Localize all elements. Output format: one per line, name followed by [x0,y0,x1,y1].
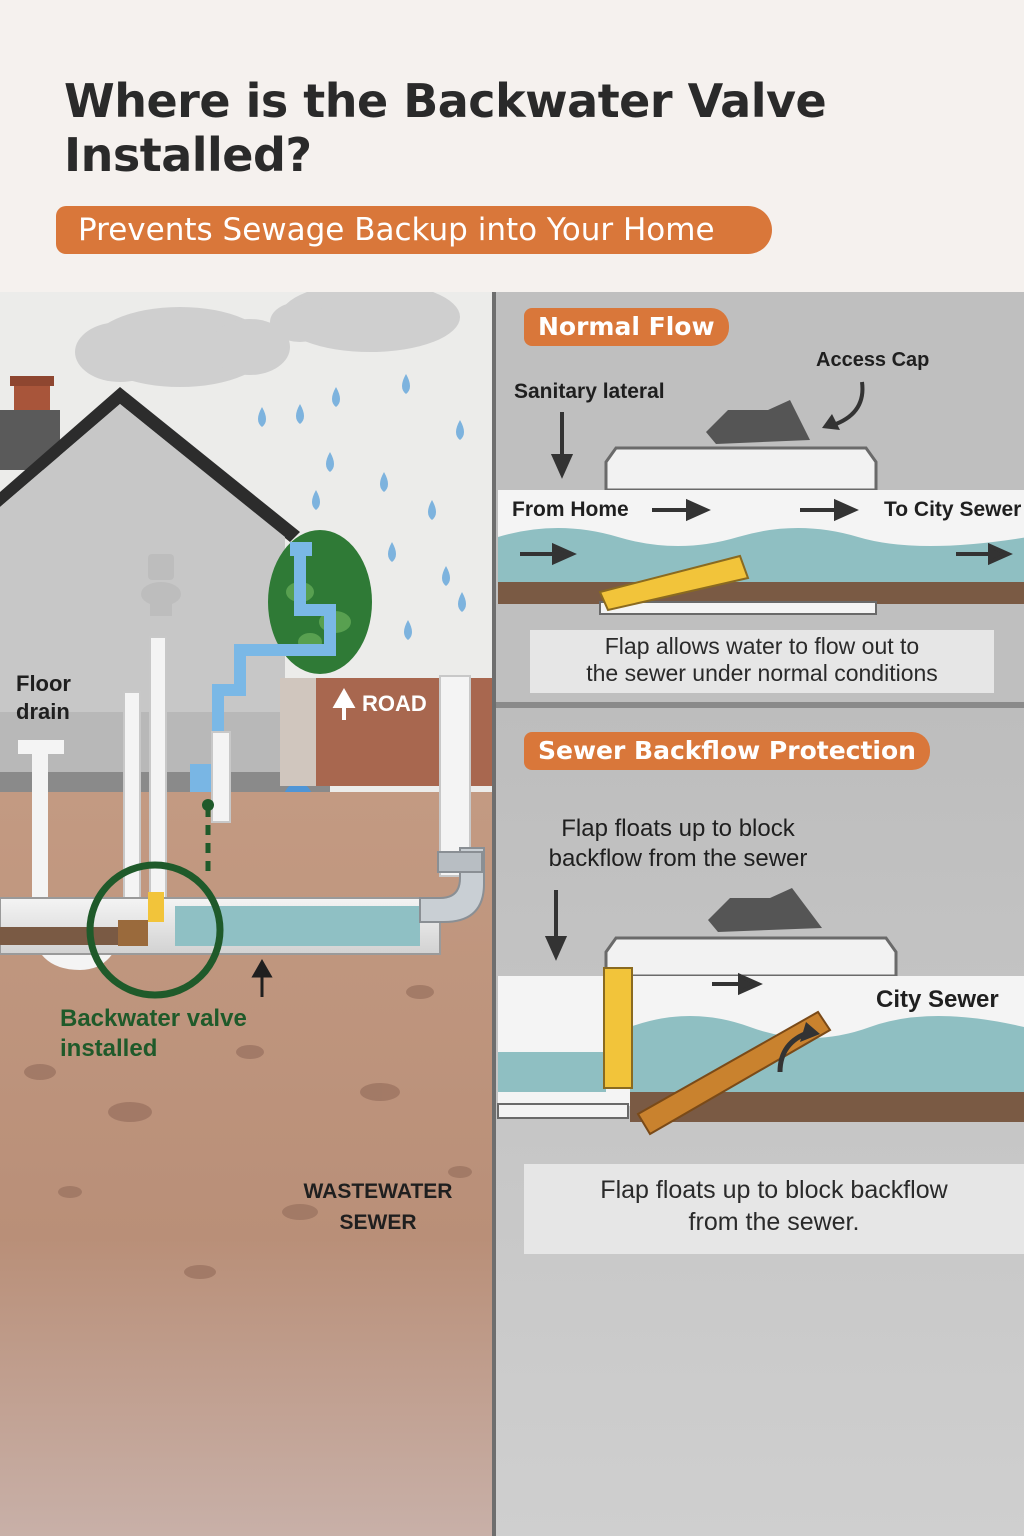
page-title: Where is the Backwater Valve Installed? [64,74,827,182]
flow-arrows [520,412,1013,566]
from-home-label: From Home [512,498,629,521]
arrow-up-icon [332,687,356,720]
valve-highlight-circle [86,861,224,999]
wastewater-sewer-label: WASTEWATER SEWER [303,1180,453,1234]
subtitle-banner: Prevents Sewage Backup into Your Home [56,206,772,254]
access-cap-label: Access Cap [816,349,930,371]
header: Where is the Backwater Valve Installed? … [0,0,1024,292]
pipe-water [175,906,420,946]
flap-open [598,554,750,612]
backflow-valve [497,888,1024,1136]
flap-floats-note: Flap floats up to block backflow from th… [548,815,808,872]
access-cap-arrow [835,381,865,426]
flap-closed [603,967,633,1089]
downspout [212,550,336,750]
backflow-caption: Flap floats up to block backflow from th… [524,1164,1024,1254]
sanitary-lateral-label: Sanitary lateral [514,380,665,403]
backflow-arrows [544,890,763,996]
valve-flap [118,920,148,946]
arrow-up-icon [251,958,273,997]
backwater-valve-label: Backwater valve installed [60,1005,247,1062]
backflow-protection-tag: Sewer Backflow Protection [524,732,930,770]
city-sewer-label: City Sewer [876,986,999,1013]
normal-flow-tag: Normal Flow [524,308,729,346]
panel-divider [492,292,496,1536]
cloud-icon [75,292,460,387]
toilet-icon [141,554,181,616]
normal-flow-valve [498,400,1024,615]
floor-drain-label: Floor drain [16,671,71,724]
diagram: Floor drain ROAD Backwater valve install… [0,292,1024,1536]
diagram-illustration [0,292,1024,1536]
rain-icon [258,374,466,640]
road-label: ROAD [362,691,427,716]
normal-flow-caption: Flap allows water to flow out to the sew… [530,630,994,693]
gutter-cap [290,542,312,556]
to-city-sewer-label: To City Sewer [884,498,1022,521]
